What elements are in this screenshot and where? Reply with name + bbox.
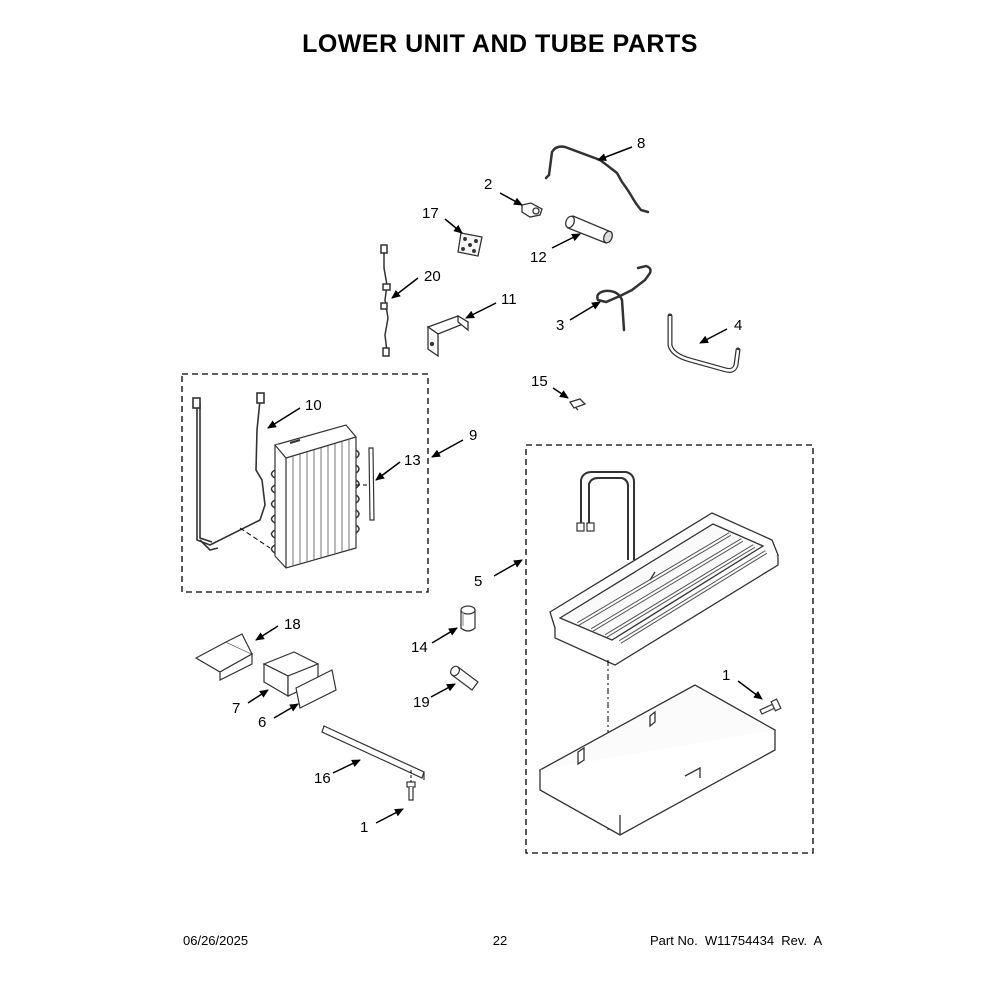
part-17-cover-plate <box>457 232 483 257</box>
callout-9: 9 <box>469 427 477 444</box>
callout-3: 3 <box>556 317 564 334</box>
part-5-drain-pan <box>549 512 779 666</box>
part-5-heater-tube <box>576 471 635 560</box>
callout-13: 13 <box>404 452 421 469</box>
part-19-plug <box>450 665 479 691</box>
part-13-strip <box>368 447 375 521</box>
callout-17: 17 <box>422 205 439 222</box>
callout-10: 10 <box>305 397 322 414</box>
callout-labels: 8 2 17 12 20 11 3 4 15 10 9 13 5 18 14 7… <box>232 135 742 836</box>
callout-20: 20 <box>424 268 441 285</box>
callout-18: 18 <box>284 616 301 633</box>
drain-pan-group-box <box>525 444 814 854</box>
footer-page-number: 22 <box>492 933 508 948</box>
part-18-cover <box>194 633 254 681</box>
part-1-screw-right <box>759 698 782 715</box>
part-15-clip <box>568 398 587 411</box>
part-20-wire-harness <box>380 244 391 357</box>
callout-8: 8 <box>637 135 645 152</box>
callout-5: 5 <box>474 573 482 590</box>
callout-2: 2 <box>484 176 492 193</box>
part-3-tube <box>596 264 652 332</box>
part-16-bar <box>321 725 425 780</box>
footer-part-number: Part No. W11754434 Rev. A <box>650 933 823 948</box>
callout-19: 19 <box>413 694 430 711</box>
part-4-tube <box>667 313 741 373</box>
part-10-wire-tubing <box>192 392 266 551</box>
callout-1-left: 1 <box>360 819 368 836</box>
callout-7: 7 <box>232 700 240 717</box>
callout-6: 6 <box>258 714 266 731</box>
callout-14: 14 <box>411 639 428 656</box>
part-11-bracket <box>426 314 470 358</box>
drain-pan-cover <box>538 684 777 836</box>
callout-12: 12 <box>530 249 547 266</box>
callout-arrows <box>247 146 763 824</box>
part-2-clamp <box>521 202 543 218</box>
part-8-tube <box>544 145 650 214</box>
part-6-plate <box>295 669 337 709</box>
callout-16: 16 <box>314 770 331 787</box>
part-9-condenser <box>270 424 360 569</box>
page-title: LOWER UNIT AND TUBE PARTS <box>302 30 698 58</box>
callout-11: 11 <box>501 291 517 308</box>
condenser-group-box <box>181 373 429 593</box>
part-14-cylinder <box>460 605 476 632</box>
callout-1-right: 1 <box>722 667 730 684</box>
callout-15: 15 <box>531 373 548 390</box>
callout-4: 4 <box>734 317 742 334</box>
part-1-screw-left <box>406 781 416 801</box>
part-12-insulation-tube <box>565 215 613 244</box>
footer-date: 06/26/2025 <box>183 933 249 948</box>
